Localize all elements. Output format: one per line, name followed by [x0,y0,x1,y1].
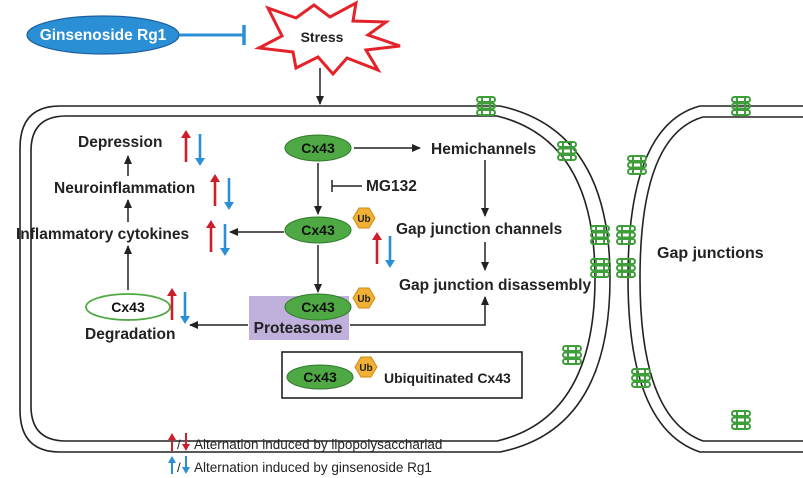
stress-burst [253,0,401,77]
svg-text:/: / [177,437,181,452]
ub-tag [352,207,376,229]
ub-label: Ub [359,363,372,374]
cx43-label: Cx43 [301,140,335,156]
rg1-down-arrow [178,290,192,326]
rg1-down-arrow [193,132,207,168]
ginsenoside-rg1-label: Ginsenoside Rg1 [40,27,167,44]
gap-junction-icon [557,140,577,162]
cx43-label: Cx43 [301,222,335,238]
ub-tag [354,356,378,378]
cx43-degraded-node [85,293,171,321]
ubiquitinated-cx43-legend-box [281,351,523,399]
cx43-node [284,134,352,162]
ub-label: Ub [357,294,370,305]
degradation-label: Degradation [85,326,175,343]
gap-junction-channels-label: Gap junction channels [396,221,562,238]
cx43-label: Cx43 [303,369,337,385]
left-cell-membrane [19,105,611,453]
ub-label: Ub [357,214,370,225]
ubiquitinated-cx43-label: Ubiquitinated Cx43 [384,370,511,386]
legend-lps-label: Alternation induced by lipopolysaccharia… [194,437,442,452]
rg1-down-arrow [383,234,397,270]
lps-up-arrow [179,128,193,164]
gap-junction-icon [590,257,610,279]
gap-junction-icon [731,409,751,431]
gap-junction-icon [562,344,582,366]
arrow [350,296,489,326]
gap-junctions-label: Gap junctions [657,245,764,262]
hemichannels-label: Hemichannels [431,141,536,158]
proteasome-label: Proteasome [254,320,343,337]
gap-junction-icon [616,257,636,279]
depression-label: Depression [78,134,162,151]
legend-rg1-label: Alternation induced by ginsenoside Rg1 [194,460,432,475]
cx43-label: Cx43 [301,299,335,315]
rg1-down-arrow [222,176,236,212]
cx43-ub-legend-node [286,364,354,390]
mg132-label: MG132 [366,178,417,195]
right-cell-membrane [627,105,803,453]
gap-junction-icon [616,224,636,246]
lps-up-arrow [370,230,384,266]
svg-text:/: / [177,460,181,475]
lps-up-arrow [204,218,218,254]
stress-label: Stress [301,29,344,45]
lps-up-arrow [208,172,222,208]
cx43-ub-node [284,216,352,244]
legend-rg1-arrows: / [168,456,190,475]
gap-junction-disassembly-label: Gap junction disassembly [399,277,591,294]
inflammatory-cytokines-label: Inflammatory cytokines [16,226,189,243]
ub-tag [352,287,376,309]
cx43-ub-proteasome-node [284,293,352,321]
cx43-label: Cx43 [111,299,145,315]
rg1-down-arrow [218,222,232,258]
neuroinflammation-label: Neuroinflammation [54,180,195,197]
legend-lps-arrows: / [168,433,190,452]
